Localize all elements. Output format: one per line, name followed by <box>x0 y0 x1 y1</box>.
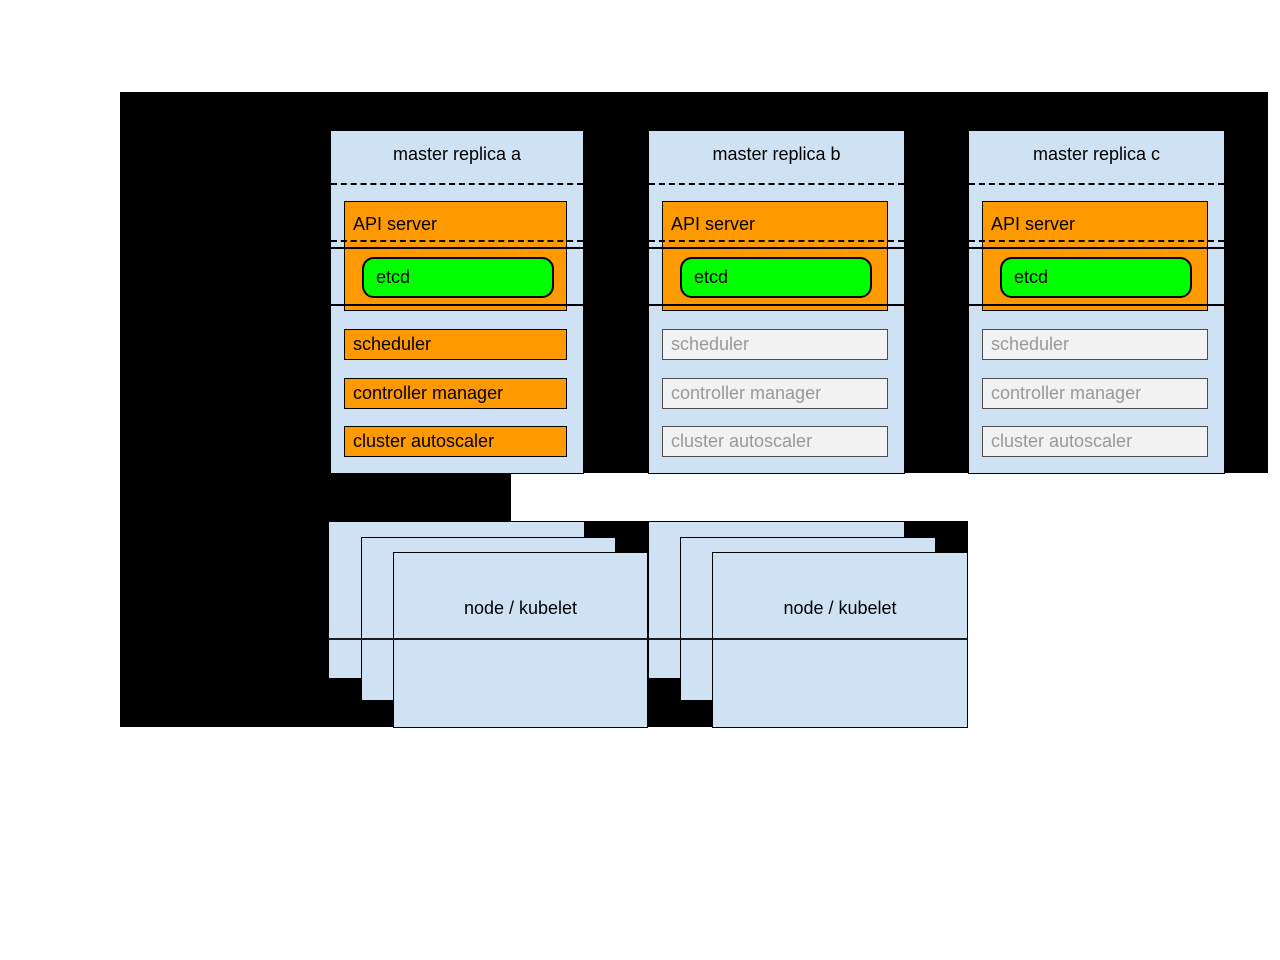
api-server-label: API server <box>991 214 1076 234</box>
scheduler-box: scheduler <box>982 329 1208 360</box>
node-group-1-box-front: node / kubelet <box>393 552 648 728</box>
controller-manager-box: controller manager <box>982 378 1208 409</box>
zone-boundary-solid-line <box>969 247 1224 249</box>
api-server-label: API server <box>353 214 438 234</box>
scheduler-box: scheduler <box>662 329 888 360</box>
controller-manager-box: controller manager <box>344 378 567 409</box>
etcd-box: etcd <box>680 257 872 298</box>
zone-boundary-solid-line <box>649 247 904 249</box>
node-group-2-box-front: node / kubelet <box>712 552 968 728</box>
master-replica-b-panel: master replica b API server etcd schedul… <box>648 130 905 474</box>
etcd-box: etcd <box>1000 257 1192 298</box>
zone-boundary-dashed-line <box>969 183 1224 185</box>
zone-boundary-solid-line <box>969 304 1224 306</box>
zone-boundary-dashed-line <box>331 240 583 242</box>
zone-boundary-solid-line <box>331 304 583 306</box>
api-server-label: API server <box>671 214 756 234</box>
controller-manager-box: controller manager <box>662 378 888 409</box>
cluster-autoscaler-box: cluster autoscaler <box>982 426 1208 457</box>
zone-boundary-dashed-line <box>969 240 1224 242</box>
cluster-autoscaler-box: cluster autoscaler <box>662 426 888 457</box>
etcd-box: etcd <box>362 257 554 298</box>
zone-boundary-dashed-line <box>649 183 904 185</box>
node-boundary-line <box>328 638 968 640</box>
master-replica-a-panel: master replica a API server etcd schedul… <box>330 130 584 474</box>
scheduler-box: scheduler <box>344 329 567 360</box>
replica-title: master replica c <box>1032 144 1161 164</box>
zone-boundary-dashed-line <box>649 240 904 242</box>
node-label: node / kubelet <box>463 598 578 618</box>
cluster-autoscaler-box: cluster autoscaler <box>344 426 567 457</box>
zone-boundary-dashed-line <box>331 183 583 185</box>
node-label: node / kubelet <box>783 598 897 618</box>
zone-boundary-solid-line <box>331 247 583 249</box>
zone-boundary-solid-line <box>649 304 904 306</box>
replica-title: master replica b <box>712 144 841 164</box>
master-replica-c-panel: master replica c API server etcd schedul… <box>968 130 1225 474</box>
replica-title: master replica a <box>392 144 522 164</box>
